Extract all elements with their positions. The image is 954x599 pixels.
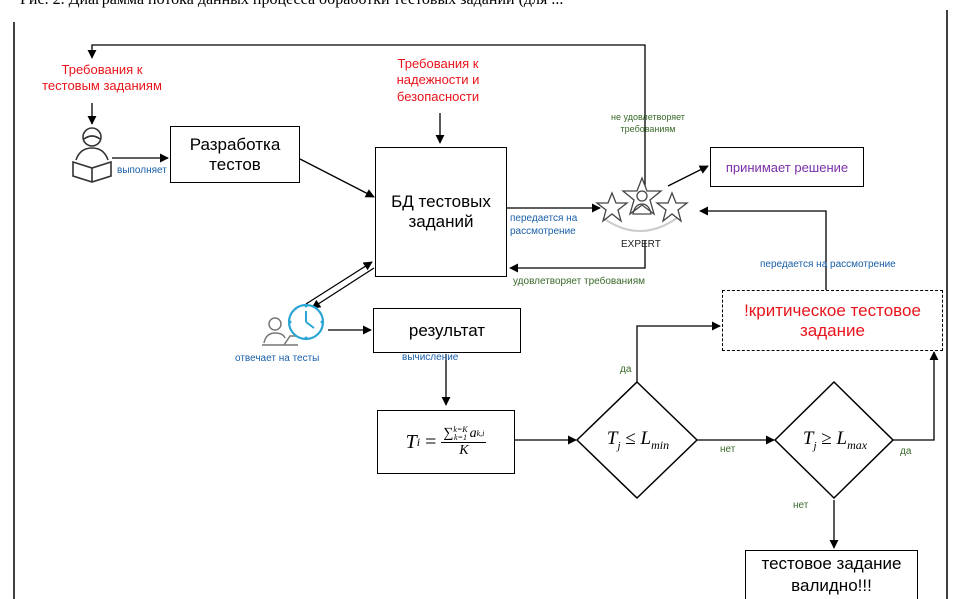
result-box: результат — [373, 308, 521, 353]
cond-min-formula: Tj ≤ Lmin — [597, 427, 679, 454]
cond-max-rhs: L — [836, 428, 848, 449]
calculation-label: вычисление — [402, 352, 459, 363]
answers-tests-label: отвечает на тесты — [235, 353, 320, 364]
decision-box: принимает решение — [710, 147, 864, 187]
valid-label: тестовое задание валидно!!! — [761, 553, 902, 595]
valid-box: тестовое задание валидно!!! — [745, 550, 918, 599]
req-tasks-label: Требования к тестовым заданиям — [42, 62, 162, 94]
cond-max-rhs-sub: max — [847, 437, 868, 452]
arrow-expert-to-db — [509, 240, 646, 273]
arrow-cond-min-to-critical — [636, 321, 721, 382]
performs-label: выполняет — [117, 165, 167, 176]
db-label: БД тестовых заданий — [391, 192, 491, 231]
passed-review-2-label: передается на рассмотрение — [760, 259, 896, 270]
ti-term: a — [469, 425, 477, 441]
decision-label: принимает решение — [725, 159, 849, 175]
ti-sub: i — [416, 434, 421, 449]
cond-min-lhs: T — [606, 428, 618, 449]
caption-text: Рис. 2. Диаграмма потока данных процесса… — [20, 0, 563, 9]
dev-tests-box: Разработка тестов — [170, 126, 300, 183]
student-clock-icon — [262, 303, 325, 346]
arrow-dev-to-db — [299, 158, 375, 198]
db-box: БД тестовых заданий — [375, 147, 507, 277]
ti-sum-top: k=K — [453, 424, 468, 434]
condition-min-diamond — [575, 380, 699, 500]
expert-icon — [595, 176, 689, 232]
arrow-expert-to-decision — [667, 165, 709, 187]
cond-min-op: ≤ — [625, 428, 636, 449]
ti-den: K — [459, 442, 469, 458]
cond-max-formula: Tj ≥ Lmax — [793, 427, 877, 454]
cond-max-lhs: T — [802, 428, 814, 449]
not-satisfy-label: не удовлетворяет требованиям — [611, 112, 685, 134]
arrow-db-to-student — [311, 267, 375, 309]
ti-sum-bottom: k=1 — [454, 432, 467, 442]
cond-min-sub: j — [617, 439, 621, 452]
arrow-student-to-db — [305, 261, 373, 305]
arrow-not-satisfy-loop — [87, 44, 646, 198]
condition-max-diamond — [773, 380, 895, 500]
ti-sum: ∑ — [443, 425, 454, 441]
caption-fragment: Рис. 2. Диаграмма потока данных процесса… — [0, 0, 954, 10]
critical-label: !критическое тестовое задание — [744, 300, 921, 340]
developer-person-icon — [72, 127, 112, 183]
dev-tests-label: Разработка тестов — [189, 134, 281, 174]
ti-lhs: T — [405, 430, 417, 453]
satisfy-label: удовлетворяет требованиям — [513, 276, 646, 287]
no-2-label: нет — [793, 500, 809, 511]
arrow-cond-max-to-critical — [891, 351, 939, 441]
arrow-critical-to-expert — [699, 206, 827, 290]
cond-min-rhs-sub: min — [651, 437, 670, 452]
critical-box: !критическое тестовое задание — [722, 290, 943, 351]
cond-max-sub: j — [813, 439, 817, 452]
yes-2-label: да — [900, 446, 912, 457]
passed-review-1-label: передается на рассмотрение — [510, 213, 578, 237]
result-label: результат — [408, 320, 486, 340]
ti-term-sub: k,i — [476, 429, 485, 438]
cond-min-rhs: L — [640, 428, 652, 449]
cond-max-op: ≥ — [821, 428, 832, 449]
yes-1-label: да — [620, 364, 632, 375]
expert-label: EXPERT — [621, 239, 661, 250]
req-reliability-label: Требования к надежности и безопасности — [396, 56, 480, 104]
no-1-label: нет — [720, 444, 736, 455]
